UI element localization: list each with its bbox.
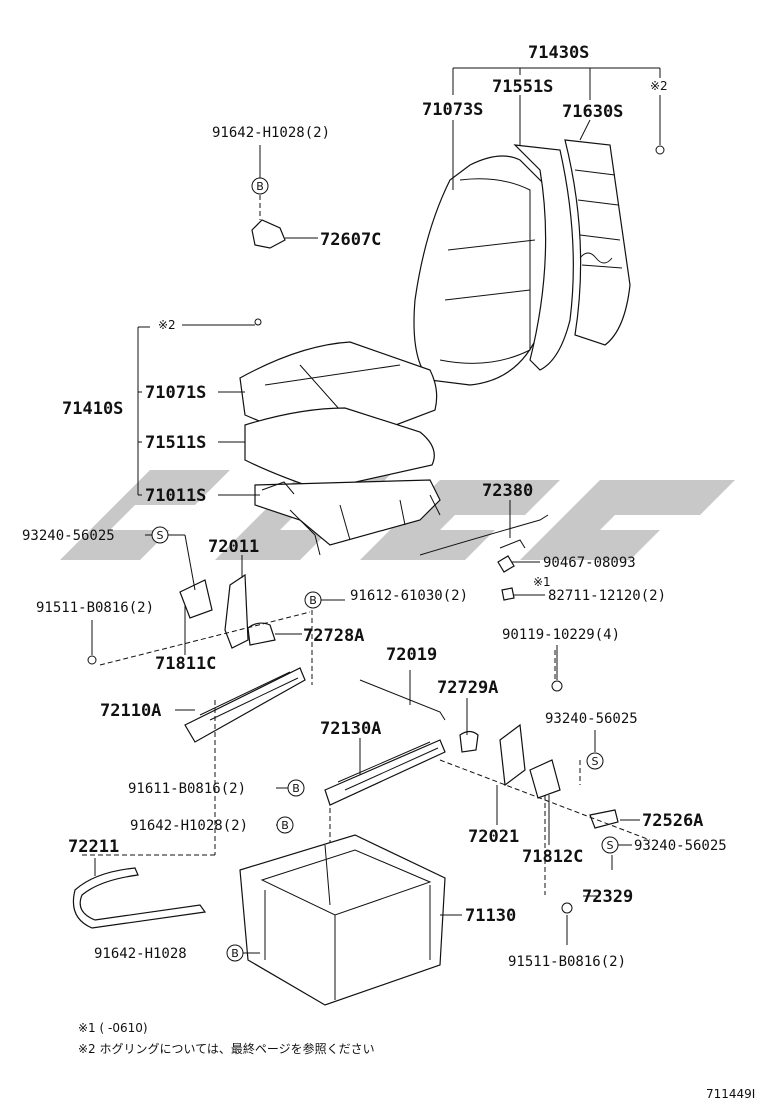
label-71073s: 71073S [422,100,483,120]
footnotes: ※1 ( -0610) ※2 ホグリングについては、最終ページを参照ください 7… [78,1021,755,1101]
symbol-b: B [281,819,289,832]
label-72329: 72329 [582,887,633,907]
label-91612-61030-2: 91612-61030(2) [350,588,468,604]
label-90467-08093: 90467-08093 [543,555,636,571]
label-72211: 72211 [68,837,119,857]
symbol-b: B [309,594,317,607]
label-71811c: 71811C [155,654,216,674]
label-71410s: 71410S [62,399,123,419]
bracket-71410s [137,318,262,496]
label-72019: 72019 [386,645,437,665]
seat-cushion-assembly [239,341,441,556]
label-71430s: 71430S [528,43,589,63]
footnote-2: ※2 ホグリングについては、最終ページを参照ください [78,1041,375,1056]
label-72526a: 72526A [642,811,703,831]
seatback-assembly [413,95,665,386]
label-72380: 72380 [482,481,533,501]
label-91511-b0816-2a: 91511-B0816(2) [36,600,154,616]
label-71011s: 71011S [145,486,206,506]
part-72211-wire [72,858,207,929]
label-91642-h1028: 91642-H1028 [94,946,187,962]
part-72380-cable [419,500,549,601]
part-71130-frame [239,834,462,1006]
circled-symbols: S B S B B S B [151,526,619,962]
bracket-71430s [452,67,661,190]
leader-lines [91,534,640,954]
label-93240-56025a: 93240-56025 [22,528,115,544]
symbol-b: B [256,180,264,193]
label-72729a: 72729A [437,678,498,698]
part-72607c: B [251,145,318,249]
label-72021: 72021 [468,827,519,847]
label-72728a: 72728A [303,626,364,646]
label-71551s: 71551S [492,77,553,97]
symbol-s: S [592,755,599,768]
label-90119-10229-4: 90119-10229(4) [502,627,620,643]
label-71071s: 71071S [145,383,206,403]
symbol-s: S [607,839,614,852]
label-71630s: 71630S [562,102,623,122]
label-82711-12120-2: 82711-12120(2) [548,588,666,604]
symbol-s: S [157,529,164,542]
label-93240-56025b: 93240-56025 [545,711,638,727]
footnote-1: ※1 ( -0610) [78,1021,148,1035]
label-72011: 72011 [208,537,259,557]
diagram-reference: 711449I [706,1087,755,1101]
symbol-b: B [292,782,300,795]
seat-rails [184,667,619,914]
symbol-b: B [231,947,239,960]
label-91642-h1028-2a: 91642-H1028(2) [212,125,330,141]
label-note1: ※1 [533,575,551,589]
label-91511-b0816-2b: 91511-B0816(2) [508,954,626,970]
label-note2-mid: ※2 [158,318,176,332]
label-91611-b0816-2: 91611-B0816(2) [128,781,246,797]
part-labels: 71430S 71551S ※2 71073S 71630S 91642-H10… [22,43,727,970]
label-93240-56025c: 93240-56025 [634,838,727,854]
left-cover-parts [87,573,311,666]
label-71812c: 71812C [522,847,583,867]
label-72110a: 72110A [100,701,161,721]
label-91642-h1028-2b: 91642-H1028(2) [130,818,248,834]
label-72130a: 72130A [320,719,381,739]
label-71511s: 71511S [145,433,206,453]
label-72607c: 72607C [320,230,381,250]
label-71130: 71130 [465,906,516,926]
label-note2-top: ※2 [650,79,668,93]
